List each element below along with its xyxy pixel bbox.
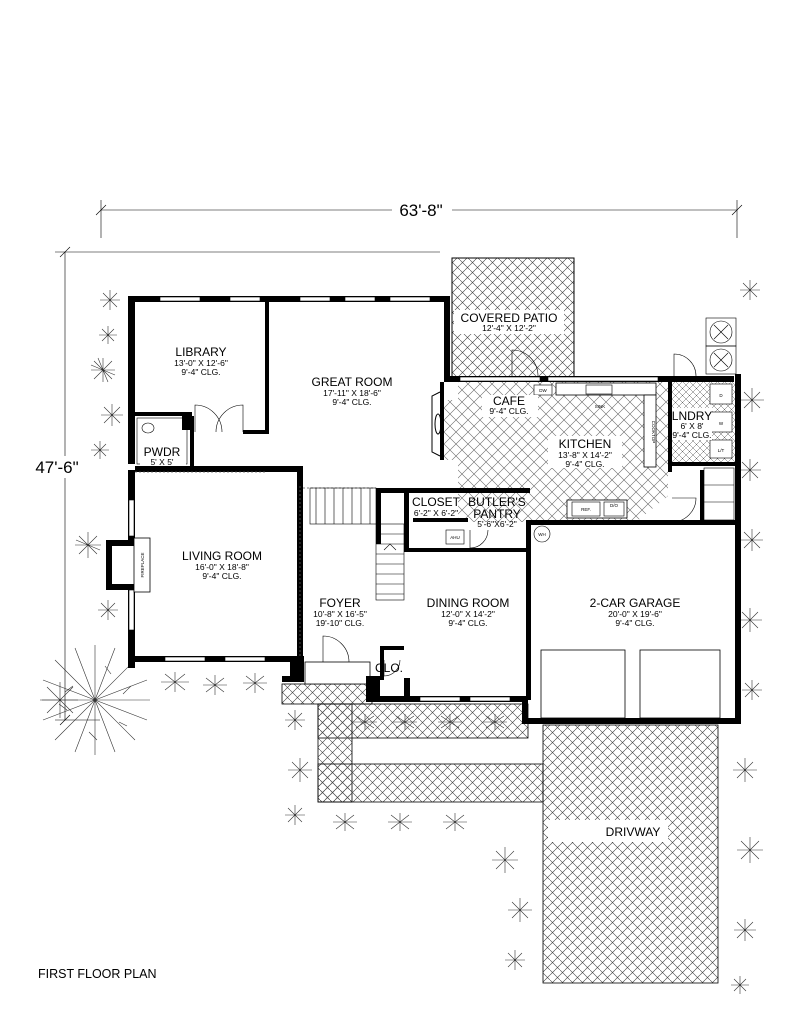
width-dimension-label: 63'-8" xyxy=(399,201,442,220)
dining-room-name: DINING ROOM xyxy=(427,596,510,610)
room-covered-patio: COVERED PATIO 12'-4" X 12'-2" xyxy=(454,310,564,334)
kitchen-counters: DW SINK COOKTOP REF. D/O xyxy=(533,382,657,519)
room-laundry: LNDRY 6' X 8' 9'-4" CLG. xyxy=(672,408,712,440)
refrigerator-label: REF. xyxy=(581,507,591,512)
garage-size: 20'-0" X 19'-6" xyxy=(608,609,662,619)
plan-caption: FIRST FLOOR PLAN xyxy=(38,967,157,981)
room-clo: CLO. xyxy=(375,661,403,675)
ahu-label: AHU xyxy=(450,535,460,540)
room-dining-room: DINING ROOM 12'-0" X 14'-2" 9'-4" CLG. xyxy=(427,596,510,628)
doors xyxy=(194,349,697,677)
laundry-ceiling: 9'-4" CLG. xyxy=(672,430,711,440)
driveway-surface xyxy=(542,724,719,984)
room-kitchen: KITCHEN 13'-8" X 14'-2" 9'-4" CLG. xyxy=(548,436,622,469)
powder-size: 5' X 5' xyxy=(150,457,173,467)
room-great-room: GREAT ROOM 17'-11" X 18'-6" 9'-4" CLG. xyxy=(312,375,393,407)
closet-name: CLOSET xyxy=(412,495,461,509)
dryer-label: D xyxy=(719,393,723,398)
depth-dimension: 47'-6" xyxy=(28,246,440,726)
cooktop-label: COOKTOP xyxy=(651,421,656,443)
room-foyer: FOYER 10'-8" X 16'-5" 19'-10" CLG. xyxy=(313,596,367,628)
front-walkway-lower xyxy=(317,763,544,803)
laundry-tub-label: L/T xyxy=(718,448,725,453)
butlers-pantry-name2: PANTRY xyxy=(473,507,521,521)
living-room-ceiling: 9'-4" CLG. xyxy=(202,571,241,581)
library-ceiling: 9'-4" CLG. xyxy=(181,367,220,377)
cafe-ceiling: 9'-4" CLG. xyxy=(489,406,528,416)
sink-label: SINK xyxy=(595,404,606,409)
covered-patio-name: COVERED PATIO xyxy=(461,311,558,325)
room-powder: PWDR 5' X 5' xyxy=(140,444,186,467)
powder-name: PWDR xyxy=(144,445,181,459)
great-room-ceiling: 9'-4" CLG. xyxy=(332,397,371,407)
room-living-room: LIVING ROOM 16'-0" X 18'-8" 9'-4" CLG. xyxy=(182,549,262,581)
room-garage: 2-CAR GARAGE 20'-0" X 19'-6" 9'-4" CLG. xyxy=(590,596,681,628)
fireplace: FIREPLACE xyxy=(106,537,151,593)
foyer-size: 10'-8" X 16'-5" xyxy=(313,609,367,619)
ahu-unit: AHU xyxy=(445,529,465,545)
foyer-name: FOYER xyxy=(319,596,361,610)
great-room-name: GREAT ROOM xyxy=(312,375,393,389)
ac-units xyxy=(705,317,737,375)
closet-size: 6'-2" X 6'-2" xyxy=(414,508,458,518)
butlers-pantry-name: BUTLER'S xyxy=(468,495,526,509)
double-oven-label: D/O xyxy=(610,503,619,508)
depth-dimension-label: 47'-6" xyxy=(35,458,78,477)
water-heater: WH xyxy=(533,525,551,543)
laundry-name: LNDRY xyxy=(672,409,712,423)
garage-steps xyxy=(703,467,735,521)
dining-room-ceiling: 9'-4" CLG. xyxy=(448,618,487,628)
living-room-size: 16'-0" X 18'-8" xyxy=(195,562,249,572)
water-heater-label: WH xyxy=(538,532,546,537)
great-room-size: 17'-11" X 18'-6" xyxy=(323,388,381,398)
front-walkway-upper xyxy=(317,703,529,739)
laundry-fixtures: D W L/T xyxy=(709,383,733,459)
width-dimension: 63'-8" xyxy=(95,199,743,238)
front-stoop xyxy=(281,683,373,705)
room-closet: CLOSET 6'-2" X 6'-2" xyxy=(412,495,461,518)
covered-patio-size: 12'-4" X 12'-2" xyxy=(482,323,536,333)
clo-name: CLO. xyxy=(375,661,403,675)
great-room-bay xyxy=(431,391,442,457)
cafe-name: CAFE xyxy=(493,394,525,408)
dishwasher-label: DW xyxy=(539,388,547,393)
library-name: LIBRARY xyxy=(175,345,226,359)
foyer-ceiling: 19'-10" CLG. xyxy=(316,618,365,628)
washer-label: W xyxy=(719,421,724,426)
area-driveway: DRIVWAY xyxy=(606,825,661,839)
kitchen-ceiling: 9'-4" CLG. xyxy=(565,459,604,469)
room-library: LIBRARY 13'-0" X 12'-6" 9'-4" CLG. xyxy=(174,345,228,377)
living-room-name: LIVING ROOM xyxy=(182,549,262,563)
library-size: 13'-0" X 12'-6" xyxy=(174,358,228,368)
driveway-name: DRIVWAY xyxy=(606,825,661,839)
fireplace-label: FIREPLACE xyxy=(140,552,145,577)
kitchen-name: KITCHEN xyxy=(559,437,612,451)
laundry-size: 6' X 8' xyxy=(680,421,703,431)
porch-step xyxy=(304,661,371,685)
staircase xyxy=(309,487,405,601)
dining-room-size: 12'-0" X 14'-2" xyxy=(441,609,495,619)
butlers-pantry-size: 5'-6"X6'-2" xyxy=(477,519,517,529)
room-cafe: CAFE 9'-4" CLG. xyxy=(482,394,538,417)
room-butlers-pantry: BUTLER'S PANTRY 5'-6"X6'-2" xyxy=(468,495,526,529)
garage-name: 2-CAR GARAGE xyxy=(590,596,681,610)
garage-ceiling: 9'-4" CLG. xyxy=(615,618,654,628)
kitchen-size: 13'-8" X 14'-2" xyxy=(558,450,612,460)
